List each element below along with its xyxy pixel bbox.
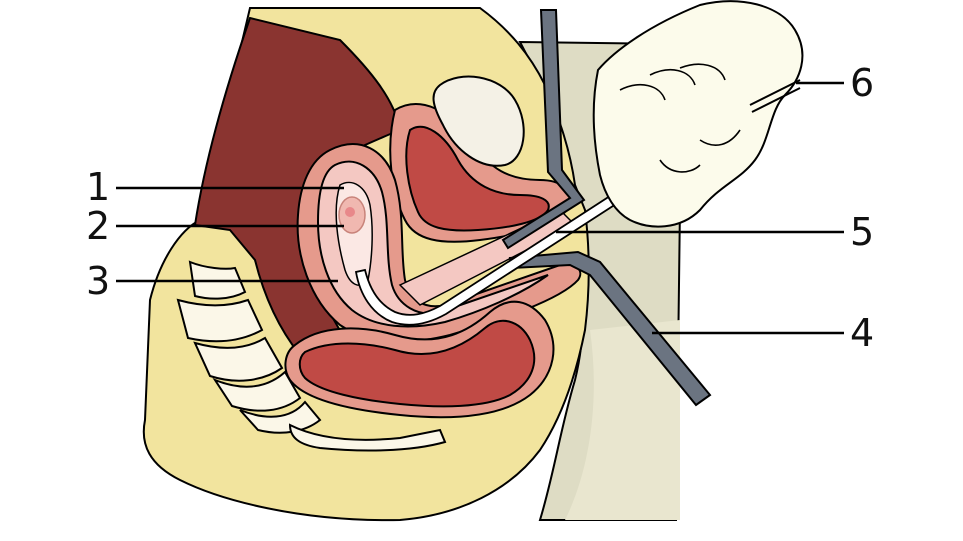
- rectum-inner: [298, 319, 536, 408]
- callout-leaders: [116, 81, 844, 335]
- leg-lower-region: [565, 320, 680, 520]
- callout-label-6: 6: [850, 61, 874, 105]
- pubic-bone: [432, 75, 525, 167]
- instrument-handle: [749, 79, 801, 113]
- bladder-inner: [405, 125, 550, 232]
- uterus-wall: [316, 160, 549, 328]
- embryo: [345, 207, 355, 217]
- gloved-hand: [592, 0, 804, 228]
- callout-label-4: 4: [850, 311, 874, 355]
- callout-label-3: 3: [86, 259, 110, 303]
- hand-knuckle-lines: [619, 63, 741, 173]
- callout-label-2: 2: [86, 204, 110, 248]
- callout-label-1: 1: [86, 165, 110, 209]
- callout-label-5: 5: [850, 210, 874, 254]
- speculum-lower-blade: [508, 250, 712, 407]
- callout-labels: 1 2 3 4 5 6: [86, 61, 874, 355]
- sacrum-bones: [176, 260, 447, 452]
- speculum-upper-blade: [501, 9, 586, 250]
- cannula: [354, 194, 618, 326]
